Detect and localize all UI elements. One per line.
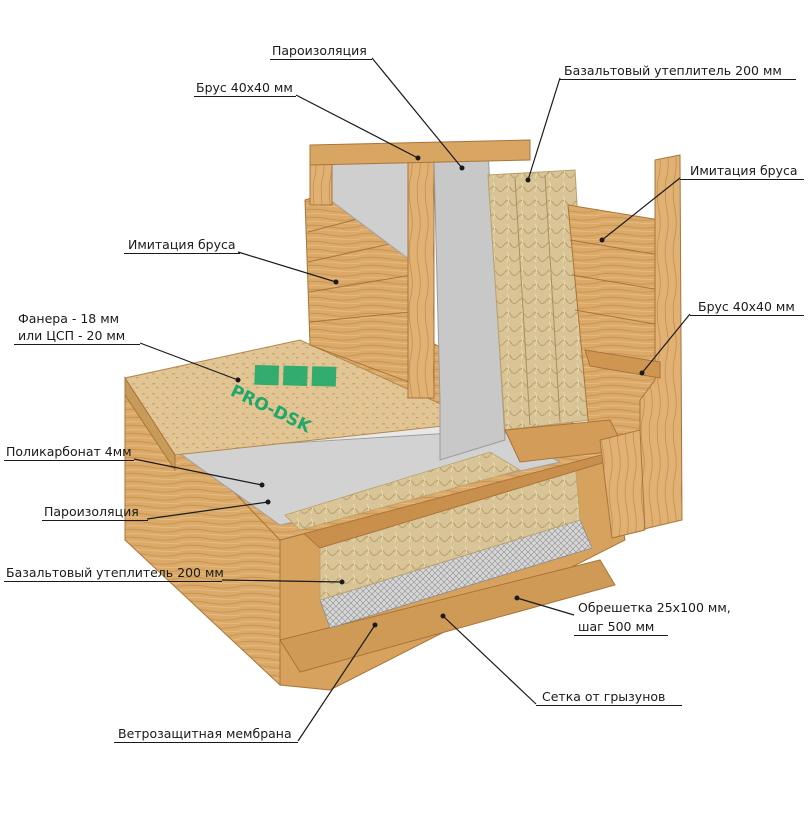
- leader-imitation-right: [601, 177, 681, 241]
- underline-vapor-top: [270, 59, 372, 60]
- label-vapor-top: Пароизоляция: [272, 43, 367, 58]
- leader-arrowheads: [235, 155, 645, 628]
- leader-vapor-top: [371, 57, 463, 169]
- leader-lathing: [516, 597, 575, 616]
- underline-beam-right: [690, 315, 804, 316]
- leader-imitation-left: [237, 251, 337, 283]
- leader-rodent: [442, 615, 537, 705]
- label-beam-right: Брус 40х40 мм: [698, 299, 795, 314]
- leader-wind: [297, 624, 376, 742]
- label-beam-top: Брус 40х40 мм: [196, 80, 293, 95]
- leader-basalt-top: [527, 77, 561, 181]
- leader-beam-top: [295, 94, 419, 159]
- underline-basalt-top: [560, 79, 796, 80]
- label-polycarbonate: Поликарбонат 4мм: [6, 444, 132, 459]
- wall-stud-2: [407, 147, 435, 399]
- underline-vapor-mid: [42, 520, 148, 521]
- lathing-boards: [279, 559, 616, 673]
- underline-rodent-mesh: [536, 705, 682, 706]
- label-vapor-mid: Пароизоляция: [44, 504, 139, 519]
- right-lower-frame: [599, 429, 646, 539]
- label-lathing-line2: шаг 500 мм: [578, 619, 655, 634]
- label-plywood-line2: или ЦСП - 20 мм: [18, 328, 126, 343]
- leader-basalt-bottom: [221, 579, 343, 583]
- leader-beam-right: [641, 313, 691, 374]
- label-lathing-line1: Обрешетка 25х100 мм,: [578, 600, 731, 615]
- label-plywood-line1: Фанера - 18 мм: [18, 311, 120, 326]
- leader-lines: [133, 57, 691, 742]
- label-wind-membrane: Ветрозащитная мембрана: [118, 726, 292, 741]
- leader-plywood: [139, 342, 239, 381]
- label-imitation-left: Имитация бруса: [128, 237, 236, 252]
- underline-beam-top: [194, 96, 296, 97]
- underline-imitation-left: [124, 253, 240, 254]
- leader-polycarbonate: [133, 458, 263, 486]
- label-rodent-mesh: Сетка от грызунов: [542, 689, 666, 704]
- underline-lathing: [574, 635, 668, 636]
- label-basalt-top: Базальтовый утеплитель 200 мм: [564, 63, 782, 78]
- underline-imitation-right: [680, 179, 804, 180]
- underline-basalt-bottom: [4, 581, 222, 582]
- osb-edge: [124, 376, 176, 472]
- label-basalt-bottom: Базальтовый утеплитель 200 мм: [6, 565, 224, 580]
- underline-polycarbonate: [4, 460, 134, 461]
- wall-top-plate: [309, 139, 531, 166]
- leader-vapor-mid: [146, 501, 269, 520]
- underline-plywood: [14, 344, 140, 345]
- underline-wind-membrane: [114, 742, 298, 743]
- floor-insulation-top: [284, 451, 522, 531]
- label-imitation-right: Имитация бруса: [690, 163, 798, 178]
